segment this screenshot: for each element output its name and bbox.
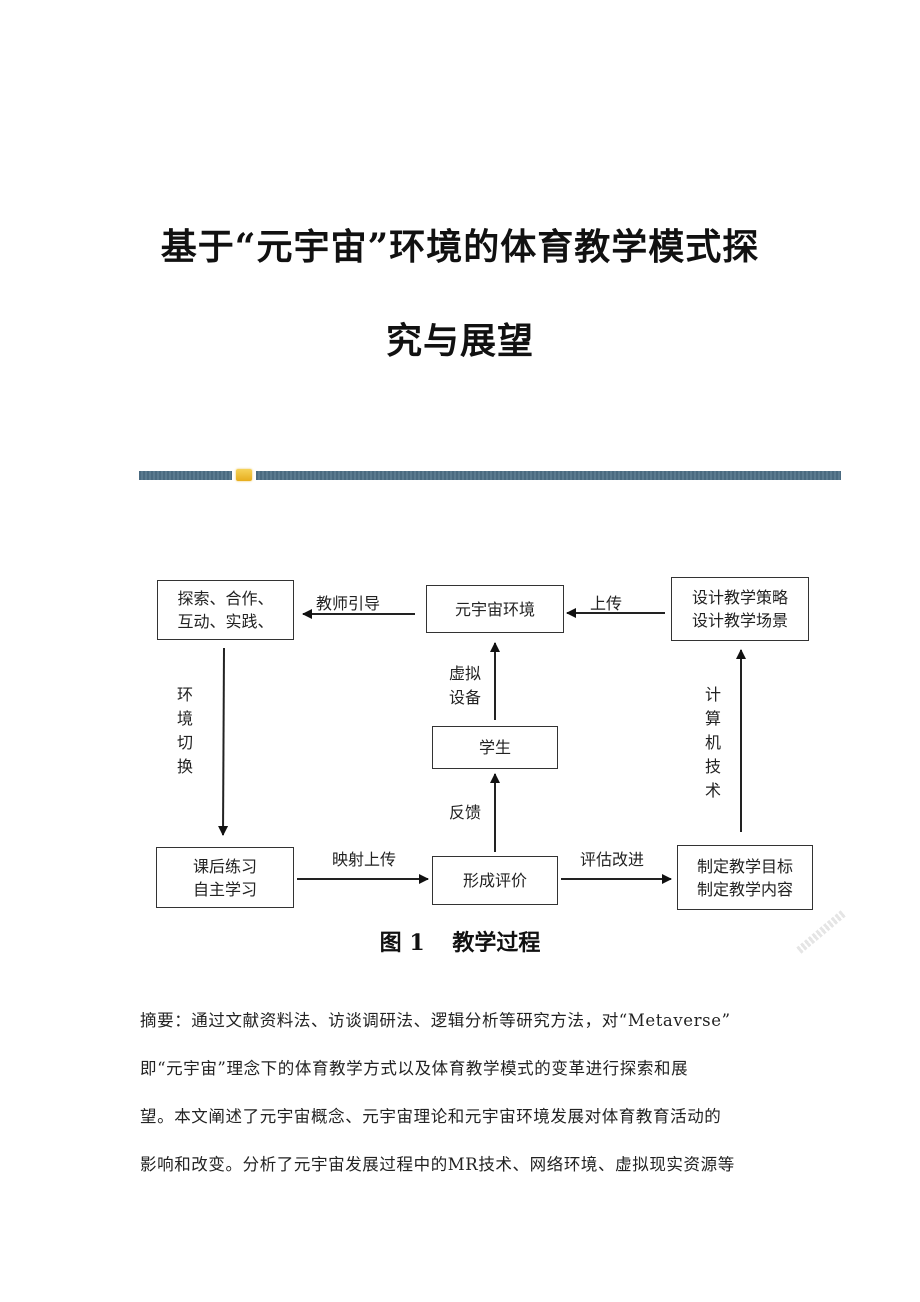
abstract-line-1: 摘要：通过文献资料法、访谈调研法、逻辑分析等研究方法，对“Metaverse” [140,1011,731,1030]
edge-label-virtual-device-1: 虚拟 [449,664,482,683]
document-title-line-1: 基于“元宇宙”环境的体育教学模式探 [160,226,760,268]
divider-ornament-icon [236,469,252,481]
edge-label-teacher-guide: 教师引导 [316,594,381,613]
edge-label-feedback: 反馈 [449,803,482,822]
node-explore-cooperate: 探索、合作、 互动、实践、 [157,580,294,640]
edge-label-computer-tech: 计算机技术 [704,685,721,800]
figure-title: 教学过程 [452,930,541,956]
node-design-strategy-scene: 设计教学策略 设计教学场景 [671,577,809,641]
abstract-line-3: 望。本文阐述了元宇宙概念、元宇宙理论和元宇宙环境发展对体育教育活动的 [140,1107,722,1126]
document-title-line-2: 究与展望 [385,320,534,362]
arrow-env-switch [218,647,229,836]
abstract-line-2: 即“元宇宙”理念下的体育教学方式以及体育教学模式的变革进行探索和展 [140,1059,689,1078]
edge-label-virtual-device-2: 设备 [449,688,482,707]
node-set-goals-content: 制定教学目标 制定教学内容 [677,845,813,910]
edge-label-env-switch: 环境切换 [176,685,193,776]
figure-number: 图 1 [379,930,425,956]
figure-caption: 图 1 教学过程 [0,925,920,957]
node-metaverse-environment: 元宇宙环境 [426,585,564,633]
edge-label-map-upload: 映射上传 [332,850,397,869]
edge-label-assess-improve: 评估改进 [580,850,645,869]
abstract-line-4: 影响和改变。分析了元宇宙发展过程中的MR技术、网络环境、虚拟现实资源等 [140,1155,735,1174]
title-divider-left [139,471,232,480]
edge-label-upload: 上传 [590,594,623,613]
node-formative-evaluation: 形成评价 [432,856,558,905]
title-divider-right [256,471,841,480]
node-student: 学生 [432,726,558,769]
node-after-class-practice: 课后练习 自主学习 [156,847,294,908]
